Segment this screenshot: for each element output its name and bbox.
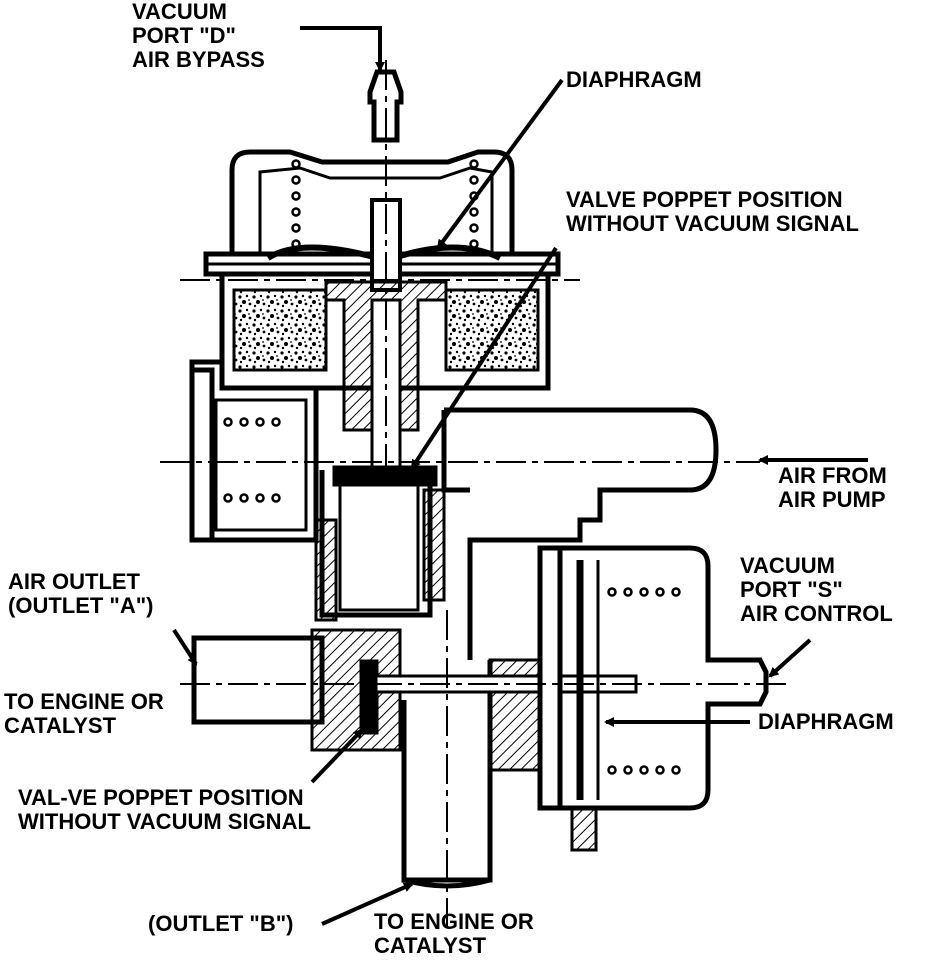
label-to-engine-left: TO ENGINE OR CATALYST <box>4 690 164 738</box>
label-line: VALVE POPPET POSITION <box>566 187 843 212</box>
label-line: WITHOUT VACUUM SIGNAL <box>566 211 859 236</box>
label-line: WITHOUT VACUUM SIGNAL <box>18 809 311 834</box>
label-to-engine-bottom: TO ENGINE OR CATALYST <box>374 910 534 958</box>
label-line: AIR CONTROL <box>740 601 893 626</box>
port-s-leader <box>768 638 812 678</box>
label-line: AIR OUTLET <box>8 569 140 594</box>
outlet-a-leader <box>172 628 198 666</box>
label-line: TO ENGINE OR <box>4 689 164 714</box>
label-line: VACUUM <box>740 553 835 578</box>
label-vacuum-port-s: VACUUM PORT "S" AIR CONTROL <box>740 554 893 626</box>
label-line: AIR FROM <box>778 463 887 488</box>
top-actuator <box>203 69 561 292</box>
label-diaphragm-top: DIAPHRAGM <box>566 67 702 92</box>
left-spring <box>223 417 281 503</box>
label-line: VACUUM <box>132 0 227 24</box>
main-body <box>191 407 719 889</box>
label-line: CATALYST <box>374 933 487 958</box>
label-line: PORT "S" <box>740 577 843 602</box>
label-vacuum-port-d: VACUUM PORT "D" AIR BYPASS <box>132 0 265 72</box>
right-actuator <box>537 545 769 852</box>
label-line: (OUTLET "A") <box>8 593 154 618</box>
label-line: CATALYST <box>4 713 117 738</box>
label-outlet-b: (OUTLET "B") <box>148 911 294 936</box>
poppet-top-leader <box>410 246 558 470</box>
label-air-outlet: AIR OUTLET (OUTLET "A") <box>8 570 154 618</box>
label-air-from-pump: AIR FROM AIR PUMP <box>778 464 887 512</box>
label-line: PORT "D" <box>132 23 236 48</box>
label-poppet-bottom: VAL-VE POPPET POSITION WITHOUT VACUUM SI… <box>18 786 311 834</box>
label-line: AIR PUMP <box>778 487 886 512</box>
label-line: TO ENGINE OR <box>374 909 534 934</box>
outlet-b-leader <box>321 882 414 926</box>
center-lines <box>160 60 790 930</box>
label-poppet-top: VALVE POPPET POSITION WITHOUT VACUUM SIG… <box>566 188 859 236</box>
poppet-bottom-leader <box>310 728 364 784</box>
diaphragm-top-leader <box>436 78 564 250</box>
label-diaphragm-right: DIAPHRAGM <box>758 709 894 734</box>
label-line: AIR BYPASS <box>132 47 265 72</box>
right-spring <box>607 587 681 775</box>
label-line: VAL-VE POPPET POSITION <box>18 785 304 810</box>
port-d-leader <box>300 26 385 72</box>
left-fitting <box>189 359 319 543</box>
